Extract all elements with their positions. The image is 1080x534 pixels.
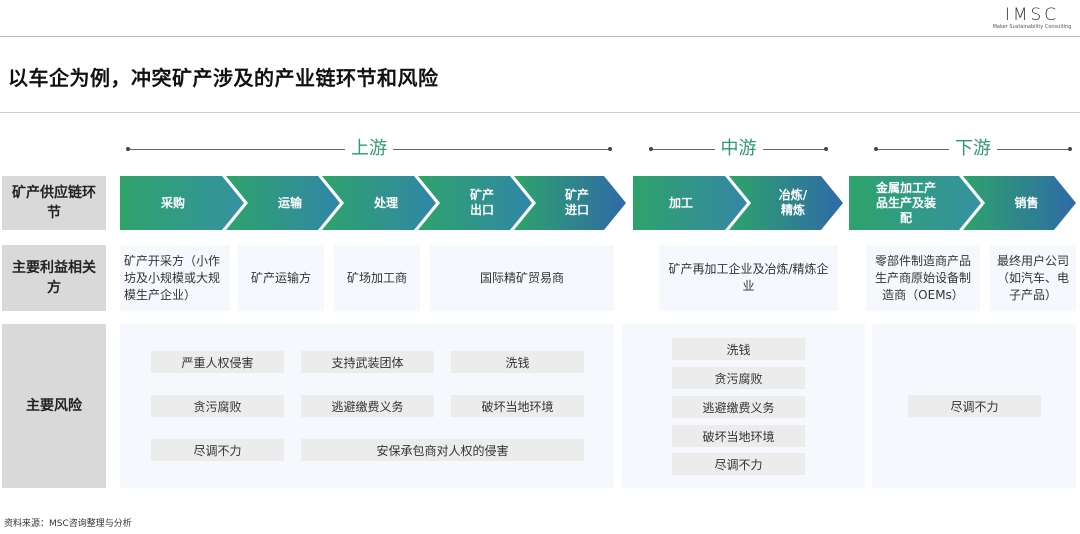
page-title: 以车企为例，冲突矿产涉及的产业链环节和风险 (8, 66, 439, 90)
chain-step-label: 运输 (277, 195, 302, 210)
risk-tag: 洗钱 (451, 351, 584, 373)
source-note: 资料来源：MSC咨询整理与分析 (4, 519, 132, 529)
row-label-risks: 主要风险 (2, 324, 106, 488)
risk-tag: 支持武装团体 (301, 351, 434, 373)
stage-label: 上游 (351, 138, 387, 159)
stage-label: 下游 (955, 138, 991, 159)
risk-tag: 严重人权侵害 (151, 351, 284, 373)
title-divider (0, 112, 1080, 113)
chain-step-purchase: 采购 (120, 176, 244, 230)
chain-step-refining-processing: 加工 (633, 176, 747, 230)
chain-step-label: 采购 (160, 195, 185, 210)
stakeholder-transporters: 矿产运输方 (238, 245, 324, 311)
row-label-chain: 矿产供应链环节 (2, 176, 106, 230)
row-label-stakeholders: 主要利益相关方 (2, 245, 106, 311)
stakeholder-mine-processors: 矿场加工商 (334, 245, 420, 311)
logo-subtitle: Maker Sustainability Consulting (992, 24, 1072, 30)
stage-upstream: 上游 (126, 137, 612, 161)
stakeholder-end-users: 最终用户公司（如汽车、电子产品） (990, 245, 1076, 311)
stakeholder-smelters: 矿产再加工企业及冶炼/精炼企业 (659, 245, 838, 311)
chain-step-label: 矿产 出口 (469, 188, 494, 217)
stakeholder-oems: 零部件制造商产品生产商原始设备制造商（OEMs） (866, 245, 980, 311)
stage-line (126, 146, 345, 151)
risk-tag: 破坏当地环境 (672, 425, 805, 447)
stage-label: 中游 (720, 138, 757, 159)
risk-tag: 逃避缴费义务 (301, 395, 434, 417)
stakeholder-miners: 矿产开采方（小作坊及小规模或大规模生产企业） (120, 245, 230, 311)
risk-tag: 贪污腐败 (151, 395, 284, 417)
chain-step-label: 处理 (373, 195, 398, 210)
risk-tag: 破坏当地环境 (451, 395, 584, 417)
risk-tag: 尽调不力 (151, 439, 284, 461)
stage-line (393, 146, 612, 151)
chain-step-label: 冶炼/ 精炼 (778, 188, 808, 217)
chain-step-manufacturing: 金属加工产 品生产及装 配 (849, 176, 981, 230)
chain-step-smelting: 冶炼/ 精炼 (729, 176, 843, 230)
stakeholder-traders: 国际精矿贸易商 (430, 245, 614, 311)
chain-step-label: 销售 (1014, 195, 1039, 210)
msc-logo: IMSC Maker Sustainability Consulting (990, 6, 1074, 31)
stage-downstream: 下游 (874, 137, 1072, 161)
stage-line (874, 146, 949, 151)
risk-tag: 逃避缴费义务 (672, 396, 805, 418)
risk-tag: 尽调不力 (908, 395, 1041, 417)
stage-line (762, 146, 828, 151)
logo-mark: IMSC (1004, 5, 1060, 25)
risk-tag: 尽调不力 (672, 453, 805, 475)
chain-step-label: 金属加工产 品生产及装 配 (875, 180, 936, 225)
stage-line (649, 146, 715, 151)
risk-tag: 洗钱 (672, 338, 805, 360)
risk-tag: 贪污腐败 (672, 367, 805, 389)
header-divider (0, 36, 1080, 37)
risk-tag: 安保承包商对人权的侵害 (301, 439, 584, 461)
stage-midstream: 中游 (649, 137, 828, 161)
chain-step-label: 矿产 进口 (564, 188, 589, 217)
chain-step-label: 加工 (668, 195, 693, 210)
stage-line (997, 146, 1072, 151)
